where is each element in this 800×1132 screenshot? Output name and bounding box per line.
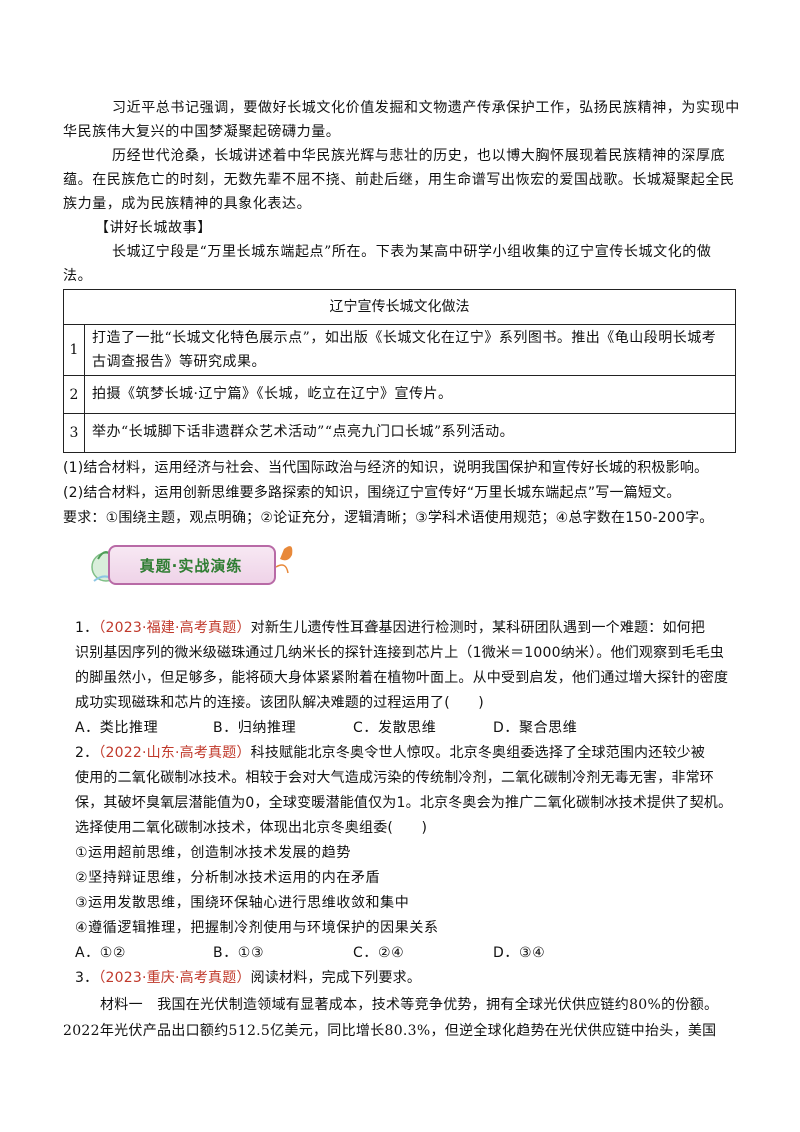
question-2: (2)结合材料，运用创新思维要多路探索的知识，围绕辽宁宣传好“万里长城东端起点”… bbox=[63, 485, 681, 501]
intro-p1-line1: 习近平总书记强调，要做好长城文化价值发掘和文物遗产传承保护工作，弘扬民族精神，为… bbox=[112, 100, 740, 116]
requirements: 要求：①围绕主题，观点明确；②论证充分，逻辑清晰；③学科术语使用规范；④总字数在… bbox=[63, 510, 714, 526]
row-text-line1: 拍摄《筑梦长城·辽宁篇》《长城，屹立在辽宁》宣传片。 bbox=[92, 386, 453, 402]
row-number: 1 bbox=[64, 324, 85, 375]
item3-text: 阅读材料，完成下列要求。 bbox=[250, 970, 422, 986]
item1-number: 1． bbox=[75, 620, 99, 636]
item2-text: 科技赋能北京冬奥令世人惊叹。北京冬奥组委选择了全球范围内还较少被 bbox=[250, 745, 706, 761]
item2-line3: 保，其破坏臭氧层潜能值为0，全球变暖潜能值仅为1。北京冬奥会为推广二氧化碳制冰技… bbox=[75, 795, 733, 811]
intro-p3-line1: 长城辽宁段是“万里长城东端起点”所在。下表为某高中研学小组收集的辽宁宣传长城文化… bbox=[112, 244, 712, 260]
intro-p2-line1: 历经世代沧桑，长城讲述着中华民族光辉与悲壮的历史，也以博大胸怀展现着民族精神的深… bbox=[112, 148, 726, 164]
table-row: 2 拍摄《筑梦长城·辽宁篇》《长城，屹立在辽宁》宣传片。 bbox=[64, 376, 735, 414]
item2-source: （2022·山东·高考真题） bbox=[98, 745, 251, 761]
intro-p2-line3: 族力量，成为民族精神的具象化表达。 bbox=[63, 196, 312, 212]
item1-line2: 识别基因序列的微米级磁珠通过几纳米长的探针连接到芯片上（1微米＝1000纳米）。… bbox=[75, 645, 725, 661]
section-heading: 【讲好长城故事】 bbox=[95, 220, 212, 236]
item2-statement-1: ①运用超前思维，创造制冰技术发展的趋势 bbox=[75, 845, 351, 861]
item3-source: （2023·重庆·高考真题） bbox=[98, 970, 251, 986]
row-text-line2: 古调查报告》等研究成果。 bbox=[92, 354, 266, 370]
item2-line4: 选择使用二氧化碳制冰技术，体现出北京冬奥组委( ) bbox=[75, 820, 428, 836]
item2-option-c: C．②④ bbox=[353, 945, 405, 961]
item2-option-a: A．①② bbox=[75, 945, 127, 961]
intro-p2-line2: 蕴。在民族危亡的时刻，无数先辈不屈不挠、前赴后继，用生命谱写出恢宏的爱国战歌。长… bbox=[63, 172, 735, 188]
banner-frame bbox=[108, 545, 276, 585]
item2-option-b: B．①③ bbox=[213, 945, 265, 961]
row-text-line1: 打造了一批“长城文化特色展示点”，如出版《长城文化在辽宁》系列图书。推出《龟山段… bbox=[92, 330, 717, 346]
table-row: 3 举办“长城脚下话非遗群众艺术活动”“点亮九门口长城”系列活动。 bbox=[64, 414, 735, 452]
question-1: (1)结合材料，运用经济与社会、当代国际政治与经济的知识，说明我国保护和宣传好长… bbox=[63, 460, 709, 476]
item2-statement-3: ③运用发散思维，围绕环保轴心进行思维收敛和集中 bbox=[75, 895, 410, 911]
banner-label: 真题·实战演练 bbox=[139, 557, 243, 575]
item1-line3: 的脚虽然小，但足够多，能将硕大身体紧紧附着在植物叶面上。从中受到启发，他们通过增… bbox=[75, 670, 729, 686]
item3-material1-line2: 2022年光伏产品出口额约512.5亿美元，同比增长80.3%，但逆全球化趋势在… bbox=[63, 1023, 717, 1039]
item1-option-c: C．发散思维 bbox=[353, 720, 437, 736]
item2-line2: 使用的二氧化碳制冰技术。相较于会对大气造成污染的传统制冷剂，二氧化碳制冷剂无毒无… bbox=[75, 770, 714, 786]
item1-line1: 1．（2023·福建·高考真题）对新生儿遗传性耳聋基因进行检测时，某科研团队遇到… bbox=[75, 618, 705, 638]
item2-option-d: D．③④ bbox=[493, 945, 546, 961]
item3-number: 3． bbox=[75, 970, 99, 986]
item1-option-b: B．归纳推理 bbox=[213, 720, 297, 736]
item3-material1-line1: 材料一 我国在光伏制造领域有显著成本，技术等竞争优势，拥有全球光伏供应链约80%… bbox=[100, 997, 719, 1013]
section-banner: 真题·实战演练 bbox=[88, 537, 298, 595]
row-number: 3 bbox=[64, 414, 85, 452]
row-text-line1: 举办“长城脚下话非遗群众艺术活动”“点亮九门口长城”系列活动。 bbox=[92, 424, 515, 440]
table-row: 1 打造了一批“长城文化特色展示点”，如出版《长城文化在辽宁》系列图书。推出《龟… bbox=[64, 324, 735, 376]
item1-option-a: A．类比推理 bbox=[75, 720, 159, 736]
item2-number: 2． bbox=[75, 745, 99, 761]
intro-p3-line2: 法。 bbox=[63, 268, 93, 284]
item2-line1: 2．（2022·山东·高考真题）科技赋能北京冬奥令世人惊叹。北京冬奥组委选择了全… bbox=[75, 743, 705, 763]
intro-p1-line2: 华民族伟大复兴的中国梦凝聚起磅礴力量。 bbox=[63, 124, 341, 140]
item1-line4: 成功实现磁珠和芯片的连接。该团队解决难题的过程运用了( ) bbox=[75, 695, 484, 711]
practice-table: 辽宁宣传长城文化做法 1 打造了一批“长城文化特色展示点”，如出版《长城文化在辽… bbox=[63, 289, 736, 453]
item3-line1: 3．（2023·重庆·高考真题）阅读材料，完成下列要求。 bbox=[75, 968, 421, 988]
table-header: 辽宁宣传长城文化做法 bbox=[64, 290, 735, 325]
item1-source: （2023·福建·高考真题） bbox=[98, 620, 251, 636]
item2-statement-2: ②坚持辩证思维，分析制冰技术运用的内在矛盾 bbox=[75, 870, 381, 886]
item1-option-d: D．聚合思维 bbox=[493, 720, 578, 736]
item2-statement-4: ④遵循逻辑推理，把握制冷剂使用与环境保护的因果关系 bbox=[75, 920, 439, 936]
item1-text: 对新生儿遗传性耳聋基因进行检测时，某科研团队遇到一个难题：如何把 bbox=[250, 620, 706, 636]
row-number: 2 bbox=[64, 376, 85, 413]
